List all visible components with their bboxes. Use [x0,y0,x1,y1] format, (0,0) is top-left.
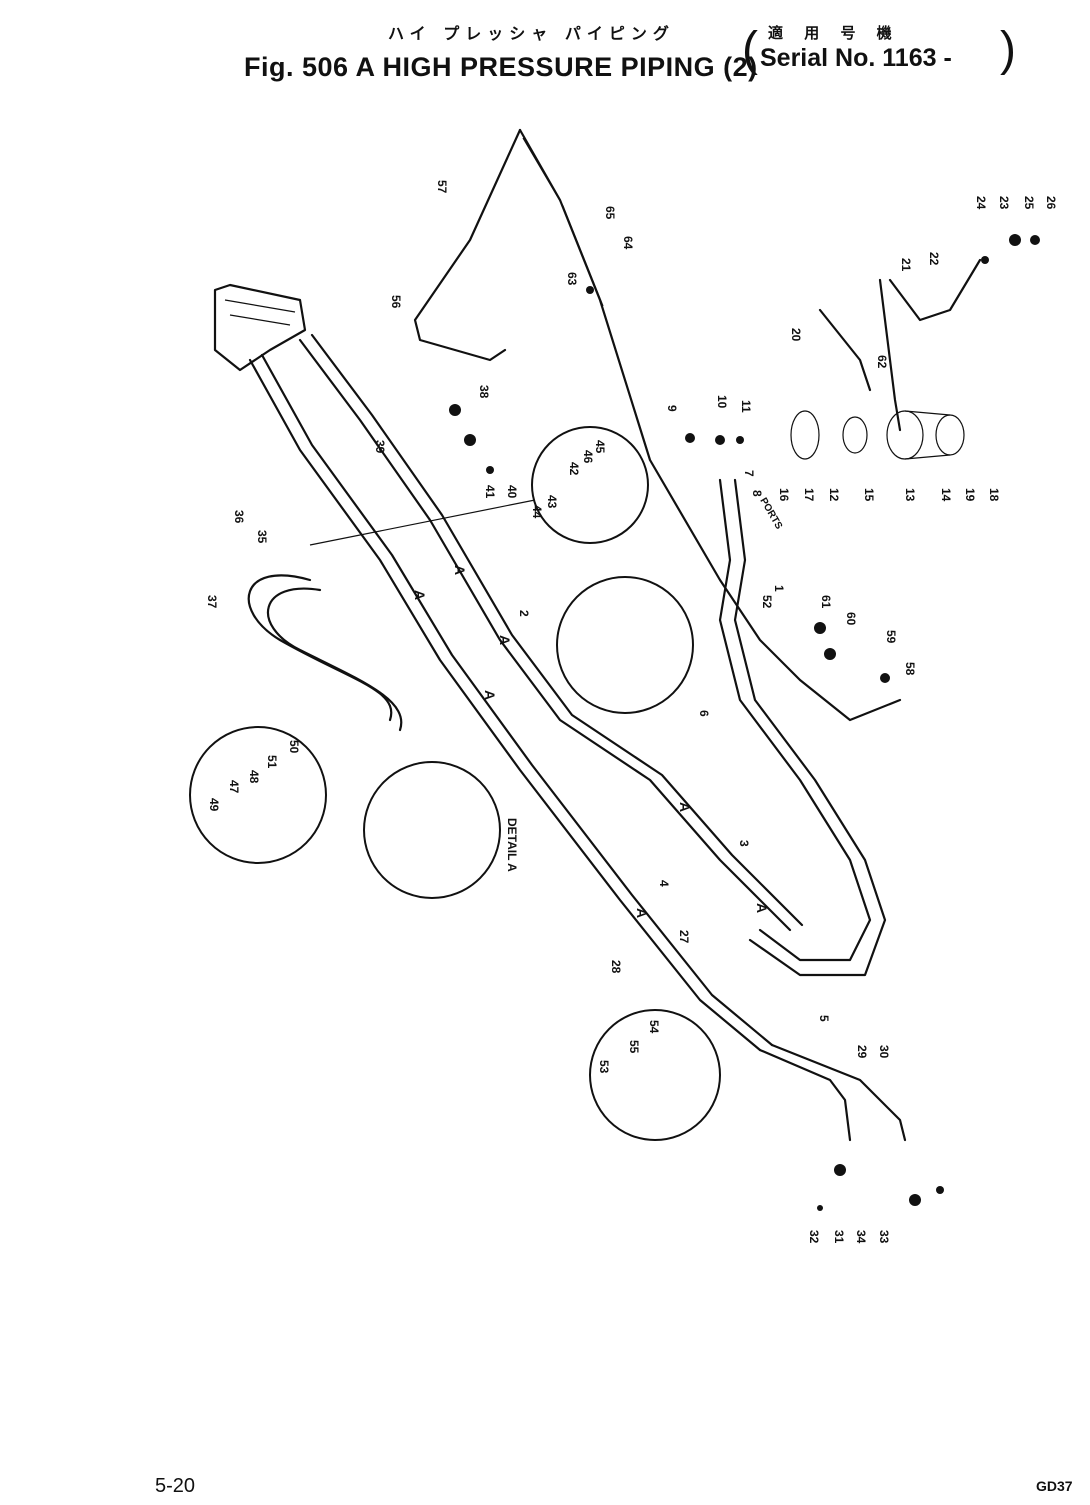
callout-43: 43 [545,495,559,509]
callout-42: 42 [567,462,581,476]
callout-36: 36 [232,510,246,524]
callout-61: 61 [819,595,833,609]
callout-35: 35 [255,530,269,544]
callout-39: 39 [373,440,387,454]
callout-48: 48 [247,770,261,784]
marker-a: A [677,802,693,812]
callout-47: 47 [227,780,241,794]
callout-51: 51 [265,755,279,769]
marker-a: A [754,903,770,913]
callout-38: 38 [477,385,491,399]
title-japanese: ハイ プレッシャ パイピング [388,24,675,43]
callout-7: 7 [742,470,756,477]
callout-45: 45 [593,440,607,454]
callout-18: 18 [987,488,1001,502]
detail-circle-2 [556,576,694,714]
detail-circle-4 [363,761,501,899]
callout-49: 49 [207,798,221,812]
applicable-japanese: 適 用 号 機 [768,24,900,42]
callout-14: 14 [939,488,953,502]
callout-52: 52 [760,595,774,609]
pipe-57 [518,128,902,722]
callout-2: 2 [517,610,531,617]
callout-10: 10 [715,395,729,409]
callout-55: 55 [627,1040,641,1054]
callout-4: 4 [657,880,671,887]
callout-62: 62 [875,355,889,369]
valve-block [213,283,307,372]
callout-24: 24 [974,196,988,210]
callout-30: 30 [877,1045,891,1059]
marker-a: A [482,690,498,700]
callout-21: 21 [899,258,913,272]
figure-header: ハイ プレッシャ パイピング 適 用 号 機 Fig. 506 A HIGH P… [0,0,1090,90]
callout-58: 58 [903,662,917,676]
callout-12: 12 [827,488,841,502]
callout-6: 6 [697,710,711,717]
callout-31: 31 [832,1230,846,1244]
callout-56: 56 [389,295,403,309]
callout-40: 40 [505,485,519,499]
callout-46: 46 [581,450,595,464]
callout-19: 19 [963,488,977,502]
callout-28: 28 [609,960,623,974]
callout-44: 44 [530,505,544,519]
detail-circle-1 [531,426,649,544]
callout-53: 53 [597,1060,611,1074]
marker-a: A [412,590,428,600]
marker-a: A [634,908,650,918]
callout-41: 41 [483,485,497,499]
callout-1: 1 [772,585,786,592]
callout-60: 60 [844,612,858,626]
callout-59: 59 [884,630,898,644]
callout-5: 5 [817,1015,831,1022]
callout-17: 17 [802,488,816,502]
callout-9: 9 [665,405,679,412]
callout-25: 25 [1022,196,1036,210]
callout-11: 11 [739,400,753,413]
callout-63: 63 [565,272,579,286]
callout-22: 22 [927,252,941,266]
callout-57: 57 [435,180,449,194]
fittings [449,234,1040,1211]
open-paren-glyph: ( [742,23,758,76]
callout-16: 16 [777,488,791,502]
callout-26: 26 [1044,196,1058,210]
callout-15: 15 [862,488,876,502]
callout-50: 50 [287,740,301,754]
section-markers: A A A A A A A [412,565,770,918]
callout-37: 37 [205,595,219,609]
callout-23: 23 [997,196,1011,210]
detail-label: DETAIL A [505,818,519,872]
close-paren-glyph: ) [1000,23,1016,76]
callout-32: 32 [807,1230,821,1244]
pipe-56 [413,128,522,362]
callout-64: 64 [621,236,635,250]
callout-8: 8 [750,490,764,497]
drawing-code: GD37 [1036,1478,1073,1494]
callout-65: 65 [603,206,617,220]
piping-diagram: 1 2 3 4 5 6 7 8 9 10 11 12 13 14 15 16 1… [0,90,1090,1450]
serial-range: Serial No. 1163 - [760,44,952,72]
callout-33: 33 [877,1230,891,1244]
detail-circle-3 [189,726,327,864]
figure-title: Fig. 506 A HIGH PRESSURE PIPING (2) [244,52,758,82]
callout-27: 27 [677,930,691,944]
callout-3: 3 [737,840,751,847]
marker-a: A [497,635,513,645]
callout-labels: 1 2 3 4 5 6 7 8 9 10 11 12 13 14 15 16 1… [205,180,1058,1244]
callout-54: 54 [647,1020,661,1034]
detail-circle-5 [589,1009,721,1141]
callout-13: 13 [903,488,917,502]
marker-a: A [452,565,468,575]
callout-20: 20 [789,328,803,342]
callout-29: 29 [855,1045,869,1059]
page-number: 5-20 [155,1475,196,1497]
callout-34: 34 [854,1230,868,1244]
